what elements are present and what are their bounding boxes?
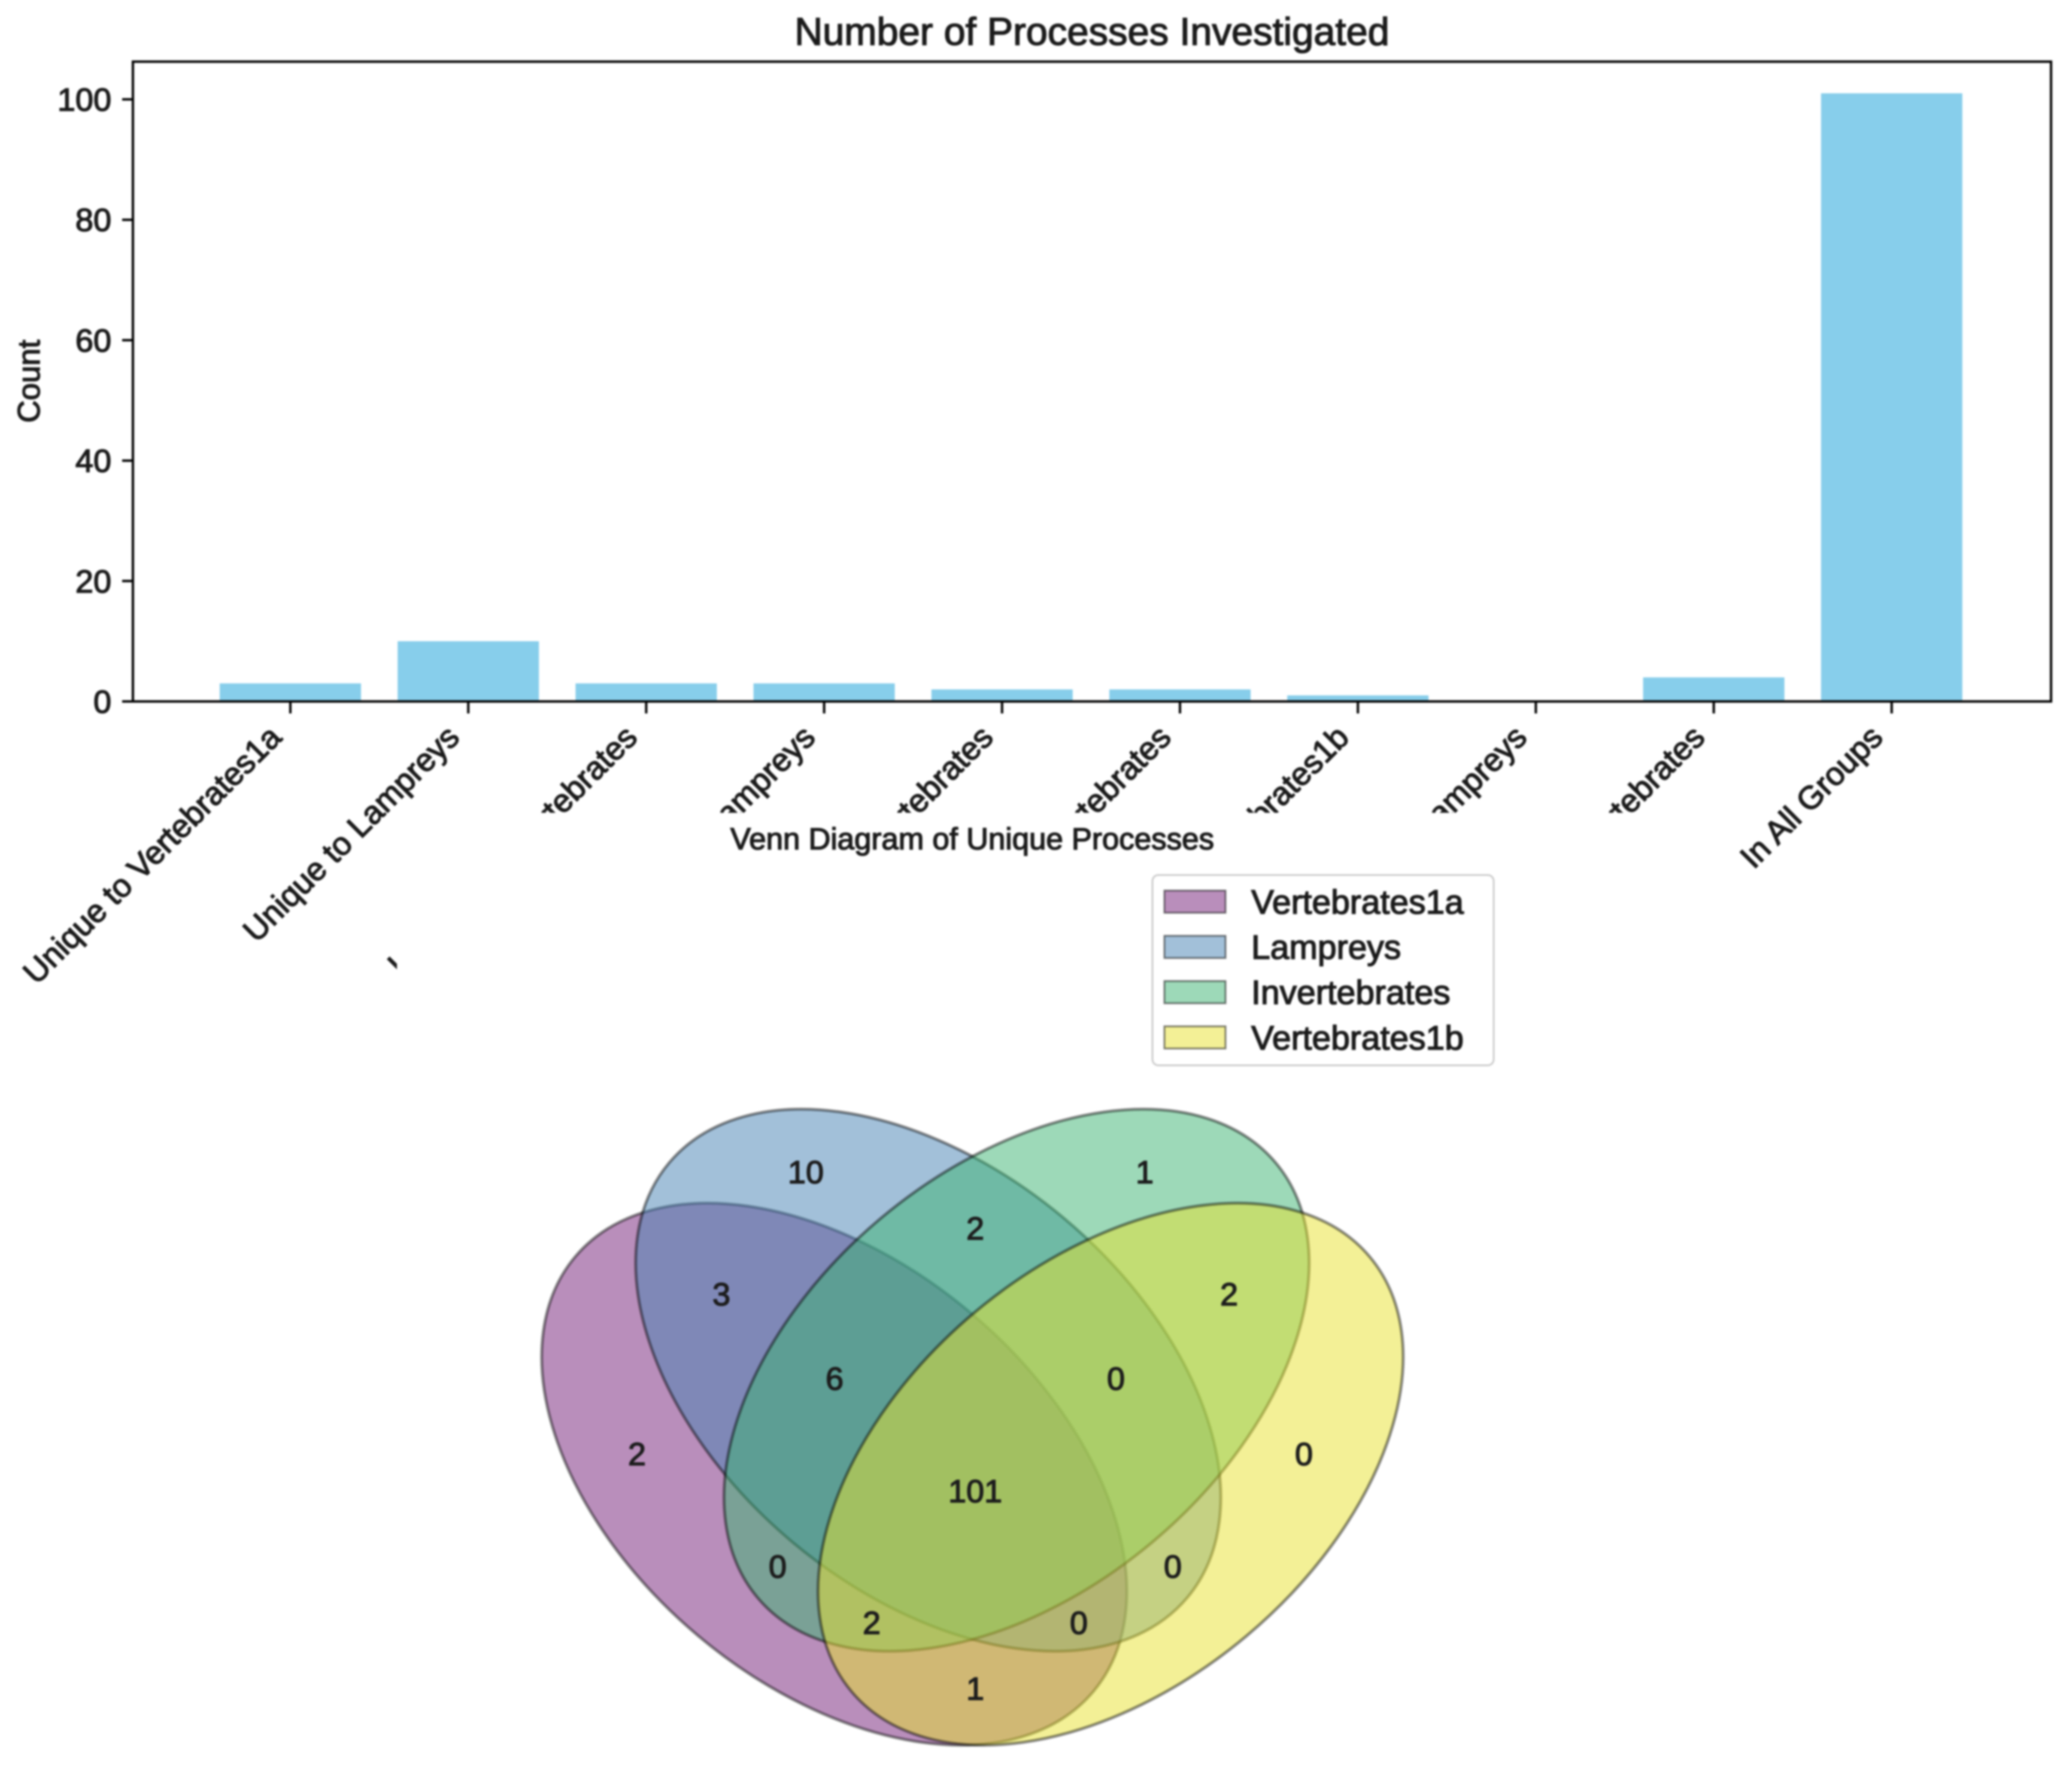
svg-text:Venn Diagram of Unique Process: Venn Diagram of Unique Processes bbox=[730, 822, 1214, 856]
svg-text:3: 3 bbox=[712, 1277, 730, 1313]
svg-text:0: 0 bbox=[1070, 1605, 1088, 1641]
svg-text:2: 2 bbox=[628, 1436, 646, 1472]
svg-text:Vertebrates1a: Vertebrates1a bbox=[1251, 883, 1464, 922]
svg-text:0: 0 bbox=[1295, 1436, 1313, 1472]
svg-text:60: 60 bbox=[75, 323, 111, 359]
svg-text:1: 1 bbox=[1136, 1155, 1154, 1190]
svg-text:40: 40 bbox=[75, 444, 111, 479]
svg-text:2: 2 bbox=[1220, 1277, 1238, 1313]
svg-text:Count: Count bbox=[12, 339, 47, 423]
svg-text:Lampreys: Lampreys bbox=[1251, 928, 1401, 967]
svg-text:Number of Processes Investigat: Number of Processes Investigated bbox=[794, 10, 1390, 53]
svg-text:0: 0 bbox=[93, 684, 111, 720]
svg-text:20: 20 bbox=[75, 564, 111, 600]
svg-text:101: 101 bbox=[948, 1474, 1002, 1509]
svg-text:Invertebrates: Invertebrates bbox=[1251, 974, 1451, 1012]
svg-text:2: 2 bbox=[863, 1605, 881, 1641]
svg-text:100: 100 bbox=[57, 82, 111, 118]
svg-text:6: 6 bbox=[826, 1361, 844, 1397]
svg-text:10: 10 bbox=[788, 1155, 824, 1190]
svg-text:2: 2 bbox=[966, 1211, 984, 1247]
svg-text:0: 0 bbox=[1107, 1361, 1125, 1397]
svg-text:1: 1 bbox=[966, 1671, 984, 1707]
svg-text:Vertebrates1b: Vertebrates1b bbox=[1251, 1019, 1464, 1057]
svg-text:0: 0 bbox=[769, 1549, 787, 1585]
svg-text:0: 0 bbox=[1164, 1549, 1182, 1585]
svg-text:80: 80 bbox=[75, 202, 111, 238]
